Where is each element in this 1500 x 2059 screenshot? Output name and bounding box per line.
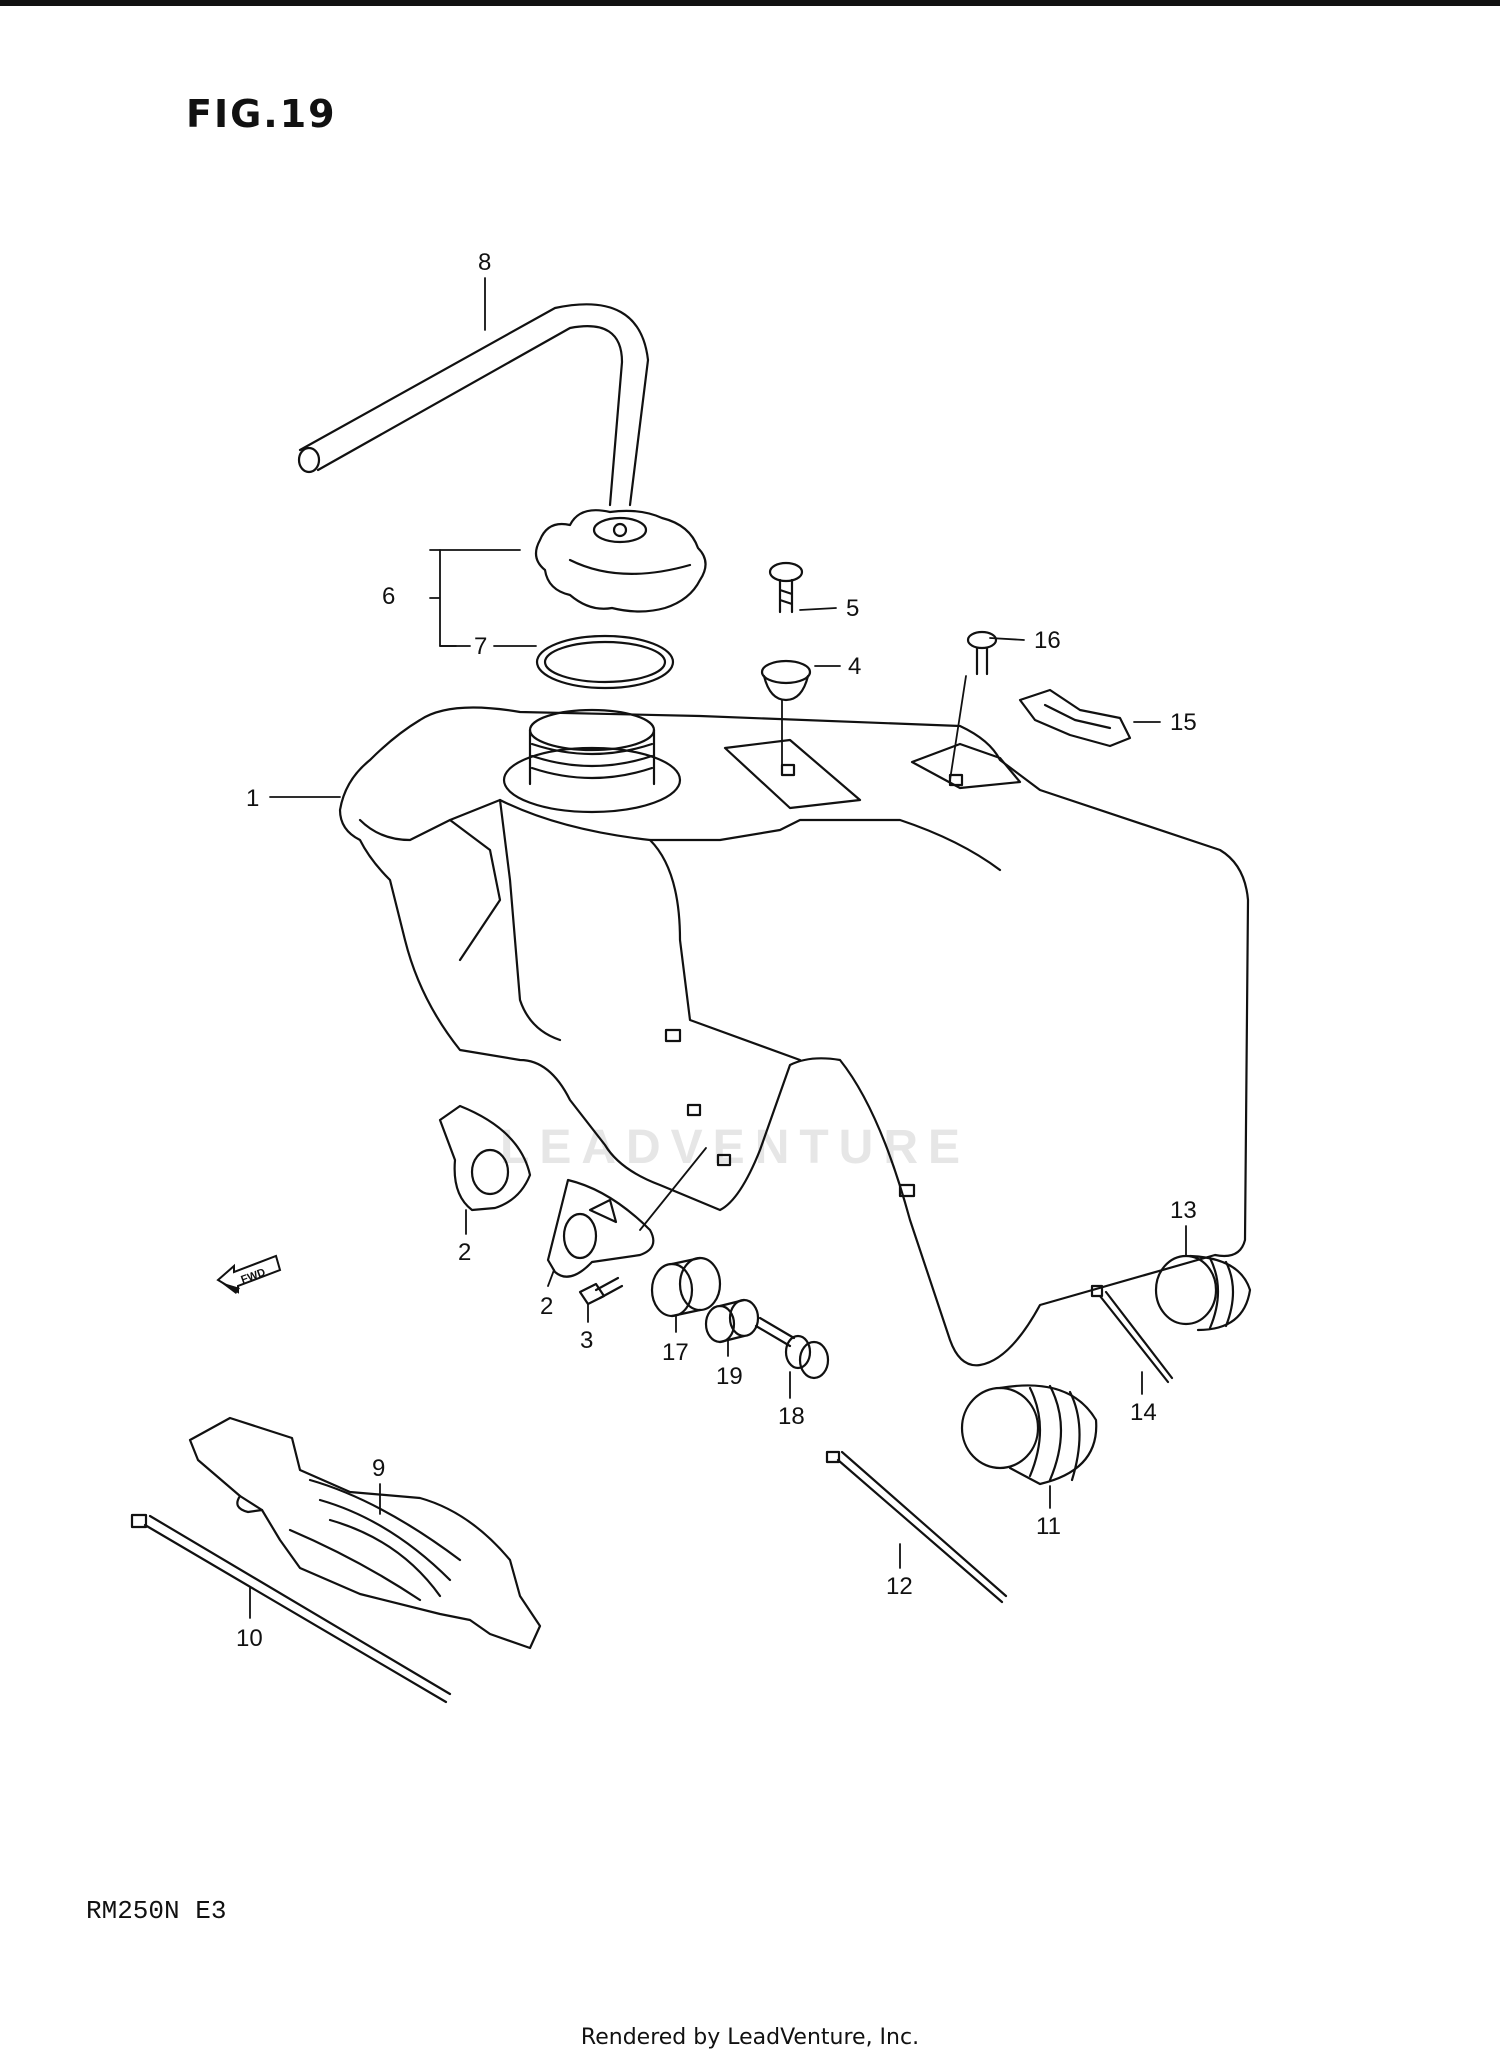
callout-7: 7	[474, 633, 487, 660]
part-19-collar[interactable]	[704, 1298, 760, 1344]
part-3-bolt[interactable]	[578, 1276, 624, 1306]
callout-13: 13	[1170, 1197, 1197, 1224]
callout-10: 10	[236, 1625, 263, 1652]
callout-15: 15	[1170, 709, 1197, 736]
part-16-screw[interactable]	[966, 630, 998, 676]
callout-19: 19	[716, 1363, 743, 1390]
callout-12: 12	[886, 1573, 913, 1600]
callout-14: 14	[1130, 1399, 1157, 1426]
callout-3: 3	[580, 1327, 593, 1354]
callout-11: 11	[1036, 1513, 1061, 1540]
part-2-bracket-b[interactable]	[546, 1178, 655, 1278]
part-15-clip[interactable]	[1018, 688, 1132, 748]
model-code: RM250N E3	[86, 1896, 227, 1926]
callout-5: 5	[846, 595, 859, 622]
figure-title: FIG.19	[186, 92, 337, 136]
part-7-gasket[interactable]	[535, 634, 675, 690]
callout-6: 6	[382, 583, 395, 610]
part-9-strap-pad[interactable]	[188, 1416, 542, 1650]
part-18-bolt[interactable]	[754, 1316, 830, 1380]
top-border	[0, 0, 1500, 6]
part-1-fuel-tank[interactable]	[338, 706, 1250, 1367]
callout-8: 8	[478, 249, 491, 276]
callout-9: 9	[372, 1455, 385, 1482]
callout-4: 4	[848, 653, 861, 680]
part-5-screw[interactable]	[768, 561, 804, 614]
part-10-tie-strap[interactable]	[130, 1513, 452, 1704]
footer-credit: Rendered by LeadVenture, Inc.	[580, 2025, 920, 2050]
leader-lines	[249, 277, 1187, 1619]
callout-16: 16	[1034, 627, 1061, 654]
part-4-grommet[interactable]	[760, 659, 812, 702]
callout-2b: 2	[540, 1293, 553, 1320]
part-2-bracket-a[interactable]	[438, 1104, 532, 1212]
part-8-breather-hose[interactable]	[297, 303, 650, 507]
part-13-boot[interactable]	[1154, 1254, 1252, 1332]
callout-17: 17	[662, 1339, 689, 1366]
callout-1: 1	[246, 785, 259, 812]
part-14-tie-strap[interactable]	[1090, 1284, 1174, 1384]
part-6-fuel-cap[interactable]	[534, 509, 707, 613]
part-12-tie-strap[interactable]	[825, 1450, 1008, 1604]
callout-18: 18	[778, 1403, 805, 1430]
fwd-arrow-icon: FWD	[216, 1254, 282, 1294]
callout-2a: 2	[458, 1239, 471, 1266]
part-11-boot[interactable]	[960, 1384, 1098, 1486]
part-17-grommet[interactable]	[650, 1256, 722, 1318]
